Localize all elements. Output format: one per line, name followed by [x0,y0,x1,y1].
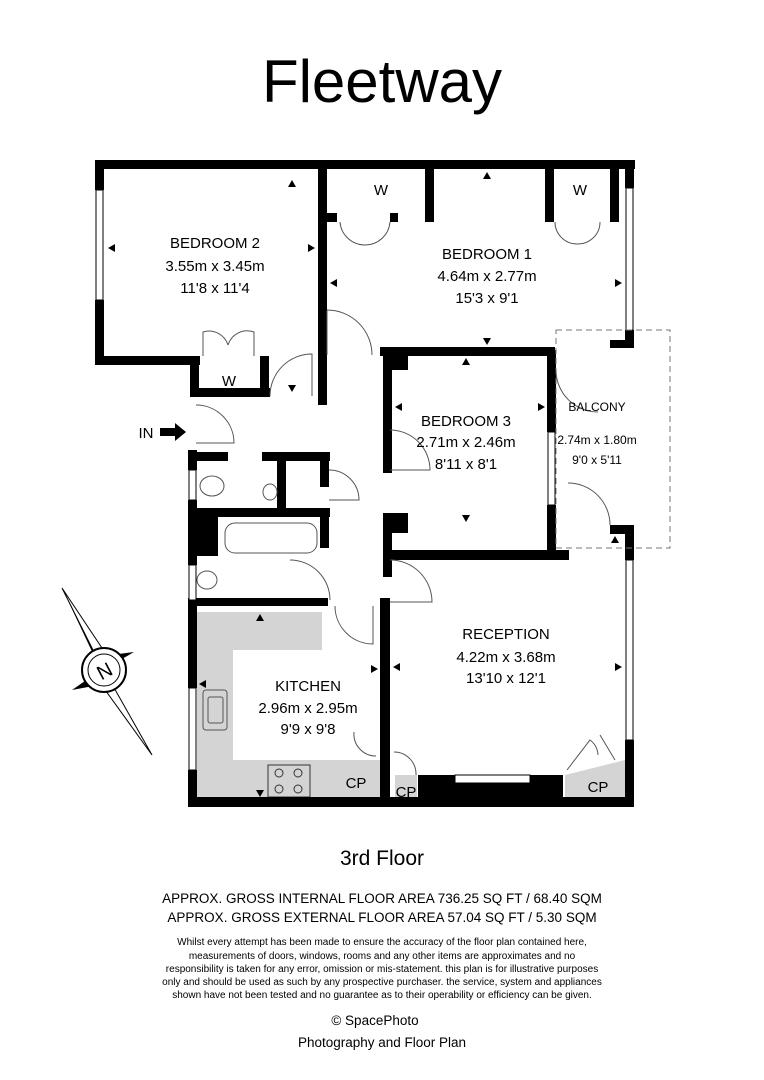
bay-window [454,774,531,784]
room-metric: 4.22m x 3.68m [456,649,555,666]
cupboard-label: CP [396,784,417,801]
room-kitchen: KITCHEN 2.96m x 2.95m 9'9 x 9'8 [258,678,357,738]
internal-area: APPROX. GROSS INTERNAL FLOOR AREA 736.25… [162,891,602,906]
room-metric: 2.71m x 2.46m [416,434,515,451]
disclaimer-line: measurements of doors, windows, rooms an… [189,951,576,962]
basin [196,570,218,590]
copyright-credit: © SpacePhoto [331,1013,418,1028]
entrance-label: IN [139,425,154,442]
room-bedroom-3: BEDROOM 3 2.71m x 2.46m 8'11 x 8'1 [416,413,515,473]
room-metric: 2.96m x 2.95m [258,700,357,717]
wardrobe-label: W [374,182,389,199]
room-reception: RECEPTION 4.22m x 3.68m 13'10 x 12'1 [456,626,555,687]
room-imperial: 11'8 x 11'4 [180,280,249,297]
room-name: BALCONY [568,400,625,414]
room-imperial: 9'9 x 9'8 [281,721,336,738]
bathtub [224,522,318,554]
room-imperial: 9'0 x 5'11 [572,453,622,467]
wardrobe-label: W [573,182,588,199]
entrance-arrow-icon [160,423,186,441]
cupboard-label: CP [588,779,609,796]
room-metric: 2.74m x 1.80m [557,433,636,447]
room-bedroom-1: BEDROOM 1 4.64m x 2.77m 15'3 x 9'1 [437,246,536,307]
disclaimer: Whilst every attempt has been made to en… [162,937,602,1001]
room-imperial: 8'11 x 8'1 [435,456,497,473]
room-name: BEDROOM 2 [170,235,260,252]
room-balcony: BALCONY 2.74m x 1.80m 9'0 x 5'11 [557,400,636,467]
toilet [199,475,225,497]
basin [262,483,278,501]
room-metric: 3.55m x 3.45m [165,258,264,275]
sink [202,689,228,731]
room-name: BEDROOM 3 [421,413,511,430]
windows [95,187,634,771]
disclaimer-line: only and should be used as such by any p… [162,977,602,988]
storage-labels: W W W CP CP CP [222,182,609,801]
room-imperial: 13'10 x 12'1 [466,670,546,687]
dimension-markers [108,172,622,797]
wardrobe-label: W [222,373,237,390]
room-imperial: 15'3 x 9'1 [455,290,518,307]
disclaimer-line: responsibility is taken for any error, o… [166,964,598,975]
disclaimer-line: shown have not been tested and no guaran… [172,990,592,1001]
room-name: RECEPTION [462,626,550,643]
room-metric: 4.64m x 2.77m [437,268,536,285]
external-area: APPROX. GROSS EXTERNAL FLOOR AREA 57.04 … [167,910,596,925]
compass-icon: N [61,587,153,756]
room-name: KITCHEN [275,678,341,695]
cupboard-label: CP [346,775,367,792]
room-name: BEDROOM 1 [442,246,532,263]
credit-tagline: Photography and Floor Plan [298,1035,466,1050]
property-title: Fleetway [262,48,502,115]
door-swings [195,221,616,776]
disclaimer-line: Whilst every attempt has been made to en… [177,937,587,948]
walls [95,160,635,807]
room-bedroom-2: BEDROOM 2 3.55m x 3.45m 11'8 x 11'4 [165,235,264,297]
balcony-outline [555,329,671,549]
floor-label: 3rd Floor [340,847,424,870]
